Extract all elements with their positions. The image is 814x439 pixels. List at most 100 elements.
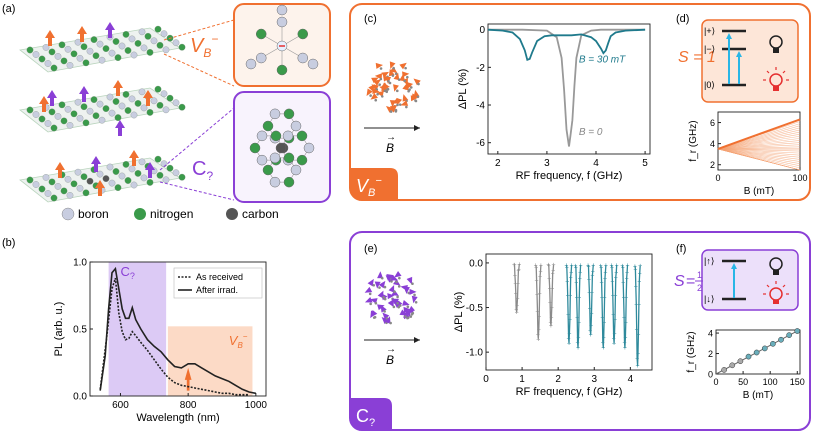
x-tick-label: 3 — [591, 374, 597, 385]
atom — [130, 111, 138, 119]
y-tick-label: 4 — [710, 139, 715, 149]
atom — [102, 175, 110, 182]
atom — [160, 30, 168, 38]
spin-marker — [399, 62, 407, 70]
atom — [138, 158, 146, 166]
atom — [60, 187, 68, 195]
host-atom — [380, 276, 384, 280]
field-arrowhead — [414, 125, 420, 131]
atom — [162, 176, 170, 184]
data-marker: + — [635, 356, 639, 363]
data-marker: + — [567, 341, 571, 348]
panel-a-label: (a) — [2, 3, 15, 15]
atom — [32, 51, 40, 58]
atom — [106, 93, 114, 101]
atom — [134, 100, 142, 107]
fan-line — [717, 148, 801, 156]
host-atom — [403, 79, 406, 83]
data-marker: + — [548, 300, 552, 307]
data-marker: + — [564, 263, 568, 270]
state-plus: |+⟩ — [704, 26, 715, 36]
host-atom — [406, 316, 410, 320]
data-marker: + — [515, 296, 519, 303]
series-as-received — [99, 277, 250, 396]
data-marker: + — [601, 345, 605, 352]
data-marker: + — [538, 291, 542, 298]
data-marker: + — [589, 323, 593, 330]
spin-marker — [393, 84, 399, 92]
data-marker: + — [622, 339, 626, 346]
resonance-dip — [535, 264, 542, 339]
c-spin-arrow — [91, 156, 101, 172]
field-vector-arrow: → — [386, 344, 396, 355]
atom — [112, 168, 120, 175]
y-tick-label: 4 — [708, 329, 713, 339]
spin-marker — [377, 304, 385, 311]
data-marker: + — [603, 275, 607, 282]
atom — [26, 46, 34, 54]
data-marker: + — [614, 269, 618, 276]
spin-marker — [385, 106, 394, 113]
carbon-defect-structure — [249, 108, 315, 188]
host-atom — [380, 95, 384, 98]
spin-marker — [384, 316, 391, 324]
atom — [60, 117, 68, 125]
boron-atom — [307, 58, 319, 70]
atom — [76, 114, 84, 122]
svg-text:2: 2 — [697, 283, 702, 293]
spin-marker — [399, 309, 408, 316]
data-marker: + — [549, 315, 553, 322]
data-marker: + — [612, 331, 616, 338]
data-marker: + — [633, 263, 637, 270]
data-marker: + — [612, 341, 616, 348]
atom — [82, 59, 90, 67]
data-marker: + — [604, 263, 608, 270]
x-axis-label: B (mT) — [744, 186, 775, 197]
x-tick-label: 50 — [738, 377, 748, 387]
atom — [269, 152, 281, 164]
data-marker: + — [517, 267, 521, 274]
atom — [48, 108, 56, 116]
atom — [80, 173, 88, 181]
atom — [124, 47, 132, 54]
data-marker: + — [575, 295, 579, 302]
fan-line — [717, 148, 801, 169]
data-marker: + — [636, 351, 640, 358]
atom — [275, 142, 287, 154]
c-ensemble-illustration — [364, 270, 418, 325]
atom — [303, 142, 315, 154]
data-point — [786, 332, 793, 338]
panel-b-label: (b) — [2, 237, 15, 249]
spin-marker — [382, 312, 390, 320]
atom — [108, 49, 116, 57]
panel-e-label: (e) — [364, 243, 377, 255]
host-atom — [396, 295, 399, 299]
vb-ensemble-illustration — [366, 61, 421, 113]
data-marker: + — [590, 289, 594, 296]
x-tick-label: 100 — [763, 377, 778, 387]
data-marker: + — [567, 335, 571, 342]
vb-spin-arrow — [129, 150, 139, 166]
transition-arrowhead — [736, 51, 742, 57]
data-marker: + — [609, 263, 613, 270]
host-atom — [393, 290, 396, 294]
x-axis-label: Wavelength (nm) — [136, 412, 219, 424]
host-atom — [374, 301, 378, 305]
data-marker: + — [568, 293, 572, 300]
atom — [256, 130, 268, 142]
atom — [249, 142, 261, 154]
data-marker: + — [613, 317, 617, 324]
data-marker: + — [536, 336, 540, 343]
fan-line — [717, 129, 801, 150]
atom — [290, 164, 302, 176]
atom — [96, 40, 104, 48]
state-minus: |−⟩ — [704, 44, 715, 54]
atom — [42, 44, 50, 51]
fan-line — [717, 133, 801, 150]
plot-frame — [487, 23, 651, 155]
atom — [256, 154, 268, 166]
data-marker: + — [602, 335, 606, 342]
legend-after-irrad: After irrad. — [196, 285, 238, 295]
